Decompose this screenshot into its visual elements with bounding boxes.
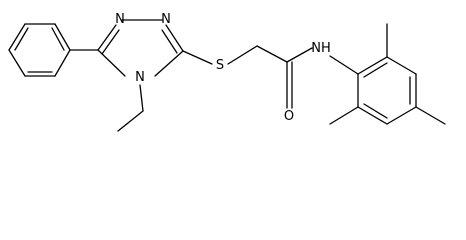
bond <box>357 56 388 75</box>
bond <box>357 106 388 125</box>
bond <box>363 62 388 78</box>
bond <box>8 23 26 51</box>
bond <box>286 47 313 63</box>
bond <box>227 45 258 65</box>
bond <box>256 45 288 63</box>
bond <box>139 84 144 112</box>
bond <box>386 56 417 75</box>
molecule-drawing: N N N S O NH <box>8 12 446 132</box>
bond <box>51 27 65 51</box>
atom-label-n: N <box>115 12 125 27</box>
atom-label-nh: NH <box>311 41 331 56</box>
thioacetamide-chain <box>182 45 359 109</box>
bond <box>329 55 359 75</box>
mesityl-ring <box>357 56 417 125</box>
structure-diagram: N N N S O NH <box>8 12 446 132</box>
atom-label-s: S <box>216 58 224 73</box>
phenyl-ring <box>8 23 71 77</box>
bond <box>101 29 120 55</box>
bond <box>97 49 126 77</box>
bond <box>8 49 26 77</box>
bond <box>117 110 144 132</box>
methyl-substituents <box>329 23 446 125</box>
bond <box>54 49 71 77</box>
bond <box>161 29 178 54</box>
triazole-ring <box>69 19 184 77</box>
bond <box>97 24 117 51</box>
bond <box>363 103 388 119</box>
bond <box>329 106 359 125</box>
atom-label-n: N <box>161 12 171 27</box>
ethyl-group <box>117 84 144 132</box>
bond <box>165 24 184 52</box>
bond <box>182 50 213 65</box>
atom-label-o: O <box>284 109 294 124</box>
bond <box>154 50 184 77</box>
bond <box>54 23 71 51</box>
bond <box>415 106 446 125</box>
bond <box>14 27 29 51</box>
atom-label-n: N <box>135 70 145 85</box>
bond <box>386 106 417 125</box>
